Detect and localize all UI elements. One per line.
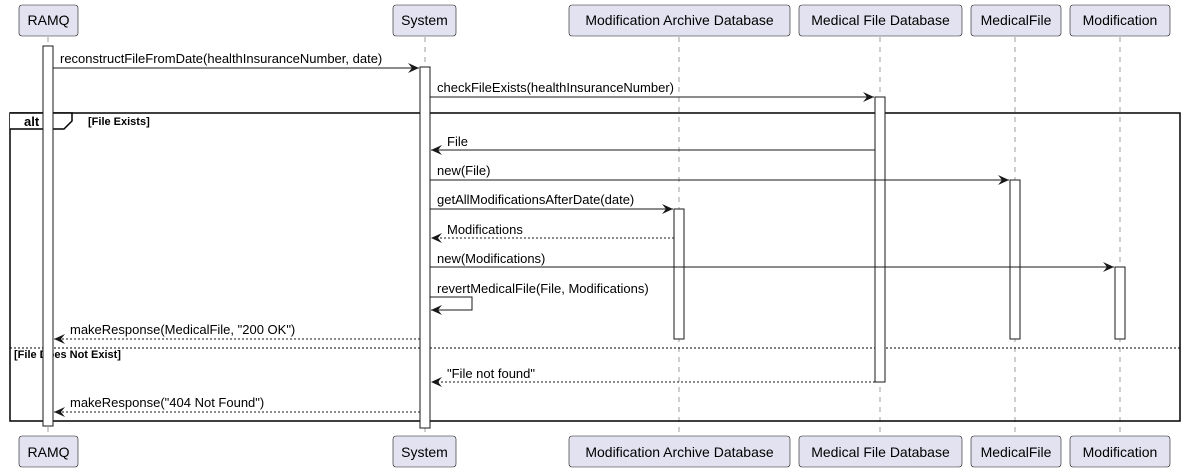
participant-label: MedicalFile xyxy=(981,12,1052,28)
message-new-file-label: new(File) xyxy=(437,163,490,178)
participant-archive-top: Modification Archive Database xyxy=(568,4,791,37)
participant-medicalfile-top: MedicalFile xyxy=(970,4,1062,37)
participant-system-top: System xyxy=(392,4,457,37)
message-reconstruct-label: reconstructFileFromDate(healthInsuranceN… xyxy=(60,51,382,66)
alt-keyword: alt xyxy=(24,114,40,129)
participants-top: RAMQ System Modification Archive Databas… xyxy=(18,4,1171,37)
participant-archive-bottom: Modification Archive Database xyxy=(568,435,791,468)
message-get-mods-label: getAllModificationsAfterDate(date) xyxy=(437,192,634,207)
message-response-404-label: makeResponse("404 Not Found") xyxy=(70,395,264,410)
participant-modification-top: Modification xyxy=(1069,4,1171,37)
participant-ramq-bottom: RAMQ xyxy=(18,435,79,468)
activation-medicalfile xyxy=(1009,179,1021,340)
messages: reconstructFileFromDate(healthInsuranceN… xyxy=(53,51,1114,417)
participant-label: Medical File Database xyxy=(811,444,950,460)
alt-frame-tab xyxy=(10,112,73,130)
activation-medicaldb xyxy=(874,96,886,383)
message-revert-label: revertMedicalFile(File, Modifications) xyxy=(437,281,649,296)
activation-system xyxy=(419,66,431,429)
participant-label: Modification xyxy=(1083,444,1158,460)
participant-label: Modification xyxy=(1083,12,1158,28)
activation-modification xyxy=(1114,266,1126,340)
participant-label: System xyxy=(401,444,448,460)
participant-medicalfile-bottom: MedicalFile xyxy=(970,435,1062,468)
participant-label: Modification Archive Database xyxy=(585,12,774,28)
participants-bottom: RAMQ System Modification Archive Databas… xyxy=(18,435,1171,468)
activation-archive xyxy=(673,208,685,340)
message-new-mods-label: new(Modifications) xyxy=(437,251,545,266)
participant-modification-bottom: Modification xyxy=(1069,435,1171,468)
alt-frame-border xyxy=(9,112,1181,422)
participant-label: System xyxy=(401,12,448,28)
activation-ramq xyxy=(42,45,54,427)
alt-guard-not-exists: [File Does Not Exist] xyxy=(14,349,121,361)
participant-label: Modification Archive Database xyxy=(585,444,774,460)
message-not-found-label: "File not found" xyxy=(447,366,535,381)
activations xyxy=(42,45,1126,429)
participant-ramq-top: RAMQ xyxy=(18,4,79,37)
participant-label: RAMQ xyxy=(28,12,70,28)
message-check-label: checkFileExists(healthInsuranceNumber) xyxy=(437,80,674,95)
participant-system-bottom: System xyxy=(392,435,457,468)
participant-medicaldb-bottom: Medical File Database xyxy=(798,435,963,468)
message-response-ok-label: makeResponse(MedicalFile, "200 OK") xyxy=(70,322,295,337)
message-revert-self-arrow xyxy=(430,296,473,315)
message-mods-return-label: Modifications xyxy=(447,222,523,237)
participant-medicaldb-top: Medical File Database xyxy=(798,4,963,37)
message-file-return-label: File xyxy=(447,134,468,149)
participant-label: MedicalFile xyxy=(981,444,1052,460)
participant-label: RAMQ xyxy=(28,444,70,460)
alt-guard-exists: [File Exists] xyxy=(88,116,150,128)
participant-label: Medical File Database xyxy=(811,12,950,28)
